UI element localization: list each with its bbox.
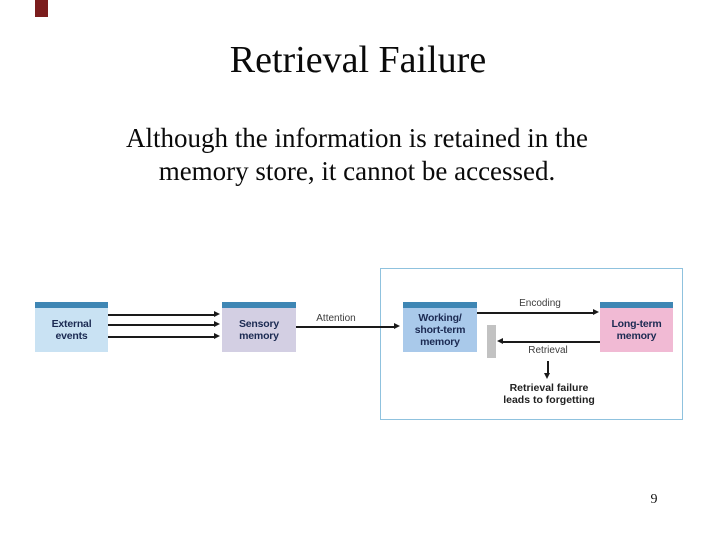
accent-bar (35, 0, 48, 17)
box-header-bar (403, 302, 477, 308)
body-text-line-1: Although the information is retained in … (126, 123, 588, 153)
external-to-sensory-arrow-3 (108, 336, 214, 338)
box-header-bar (600, 302, 673, 308)
working-short-term-memory-box: Working/ short-term memory (403, 302, 477, 352)
body-text-line-2: memory store, it cannot be accessed. (158, 156, 556, 186)
encoding-label: Encoding (519, 298, 561, 309)
arrowhead-icon (214, 321, 220, 327)
box-header-bar (35, 302, 108, 308)
long-term-memory-box: Long-term memory (600, 302, 673, 352)
arrowhead-icon (497, 338, 503, 344)
arrowhead-icon (593, 309, 599, 315)
external-to-sensory-arrow-2 (108, 324, 214, 326)
external-events-label: External events (51, 318, 92, 342)
page-number: 9 (650, 492, 658, 507)
arrowhead-icon (214, 311, 220, 317)
retrieval-failure-caption: Retrieval failure leads to forgetting (503, 382, 595, 406)
encoding-arrow (477, 312, 593, 314)
attention-label: Attention (316, 313, 356, 324)
retrieval-failure-arrow (547, 361, 549, 373)
body-text: Although the information is retained in … (0, 122, 714, 188)
arrowhead-icon (214, 333, 220, 339)
arrowhead-icon (544, 373, 550, 379)
external-to-sensory-arrow-1 (108, 314, 214, 316)
arrowhead-icon (394, 323, 400, 329)
retrieval-arrow (503, 341, 600, 343)
external-events-box: External events (35, 302, 108, 352)
box-header-bar (222, 302, 296, 308)
attention-arrow (296, 326, 394, 328)
slide-title: Retrieval Failure (229, 39, 487, 81)
retrieval-blocker-bar (487, 325, 496, 358)
retrieval-label: Retrieval (528, 345, 568, 356)
working-short-term-memory-label: Working/ short-term memory (414, 312, 466, 348)
sensory-memory-label: Sensory memory (238, 318, 280, 342)
long-term-memory-label: Long-term memory (611, 318, 662, 342)
sensory-memory-box: Sensory memory (222, 302, 296, 352)
